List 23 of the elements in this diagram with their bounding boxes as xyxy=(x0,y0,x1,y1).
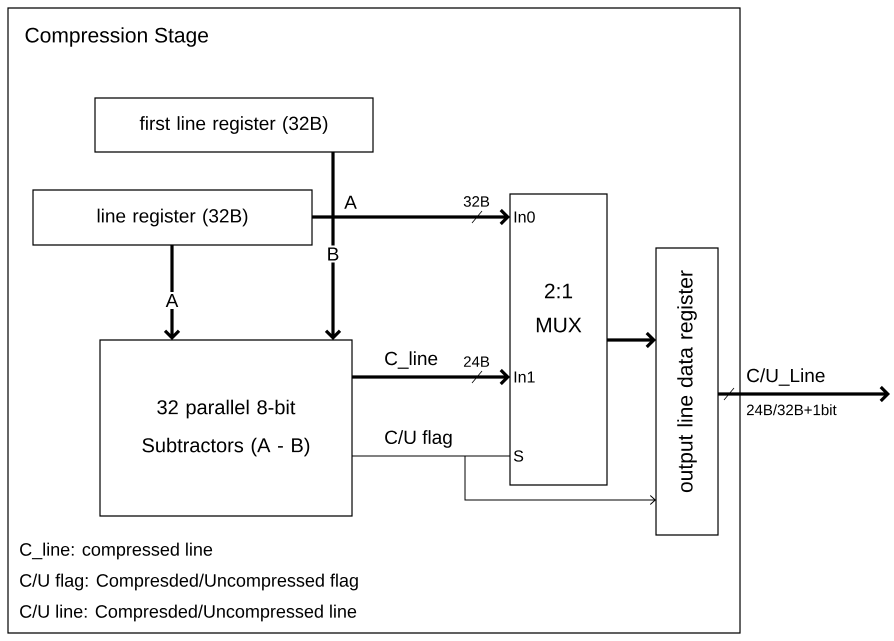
arrow xyxy=(324,152,342,340)
register-box: first line register (32B) xyxy=(94,97,374,153)
edge-label: A xyxy=(344,196,357,209)
arrow xyxy=(607,332,656,348)
note-text: C_line: compressed line xyxy=(20,542,212,560)
edge-label: C/U_Line xyxy=(747,368,825,386)
edge-label: A xyxy=(164,292,180,310)
edge-label: C/U flag xyxy=(385,430,452,448)
arrow xyxy=(164,245,180,340)
note-text: C/U flag: Compresded/Uncompressed flag xyxy=(20,574,358,590)
bus-width-label: 32B xyxy=(464,196,490,207)
arrow xyxy=(352,368,510,386)
edge-label: B xyxy=(324,245,342,263)
arrow xyxy=(718,386,890,402)
bus-width-label: 24B/32B+1bit xyxy=(746,404,837,416)
subtractor-box: 32 parallel 8-bit Subtractors (A - B) xyxy=(99,339,353,517)
bus-width-label: 24B xyxy=(464,356,490,367)
register-box: output line data register xyxy=(655,247,719,536)
mux-box: In0 2:1 MUX In1 S xyxy=(509,193,608,486)
note-text: C/U line: Compresded/Uncompressed line xyxy=(20,604,356,622)
register-box: line register (32B) xyxy=(32,189,313,246)
edge-label: C_line xyxy=(385,351,438,369)
arrow xyxy=(312,208,510,226)
